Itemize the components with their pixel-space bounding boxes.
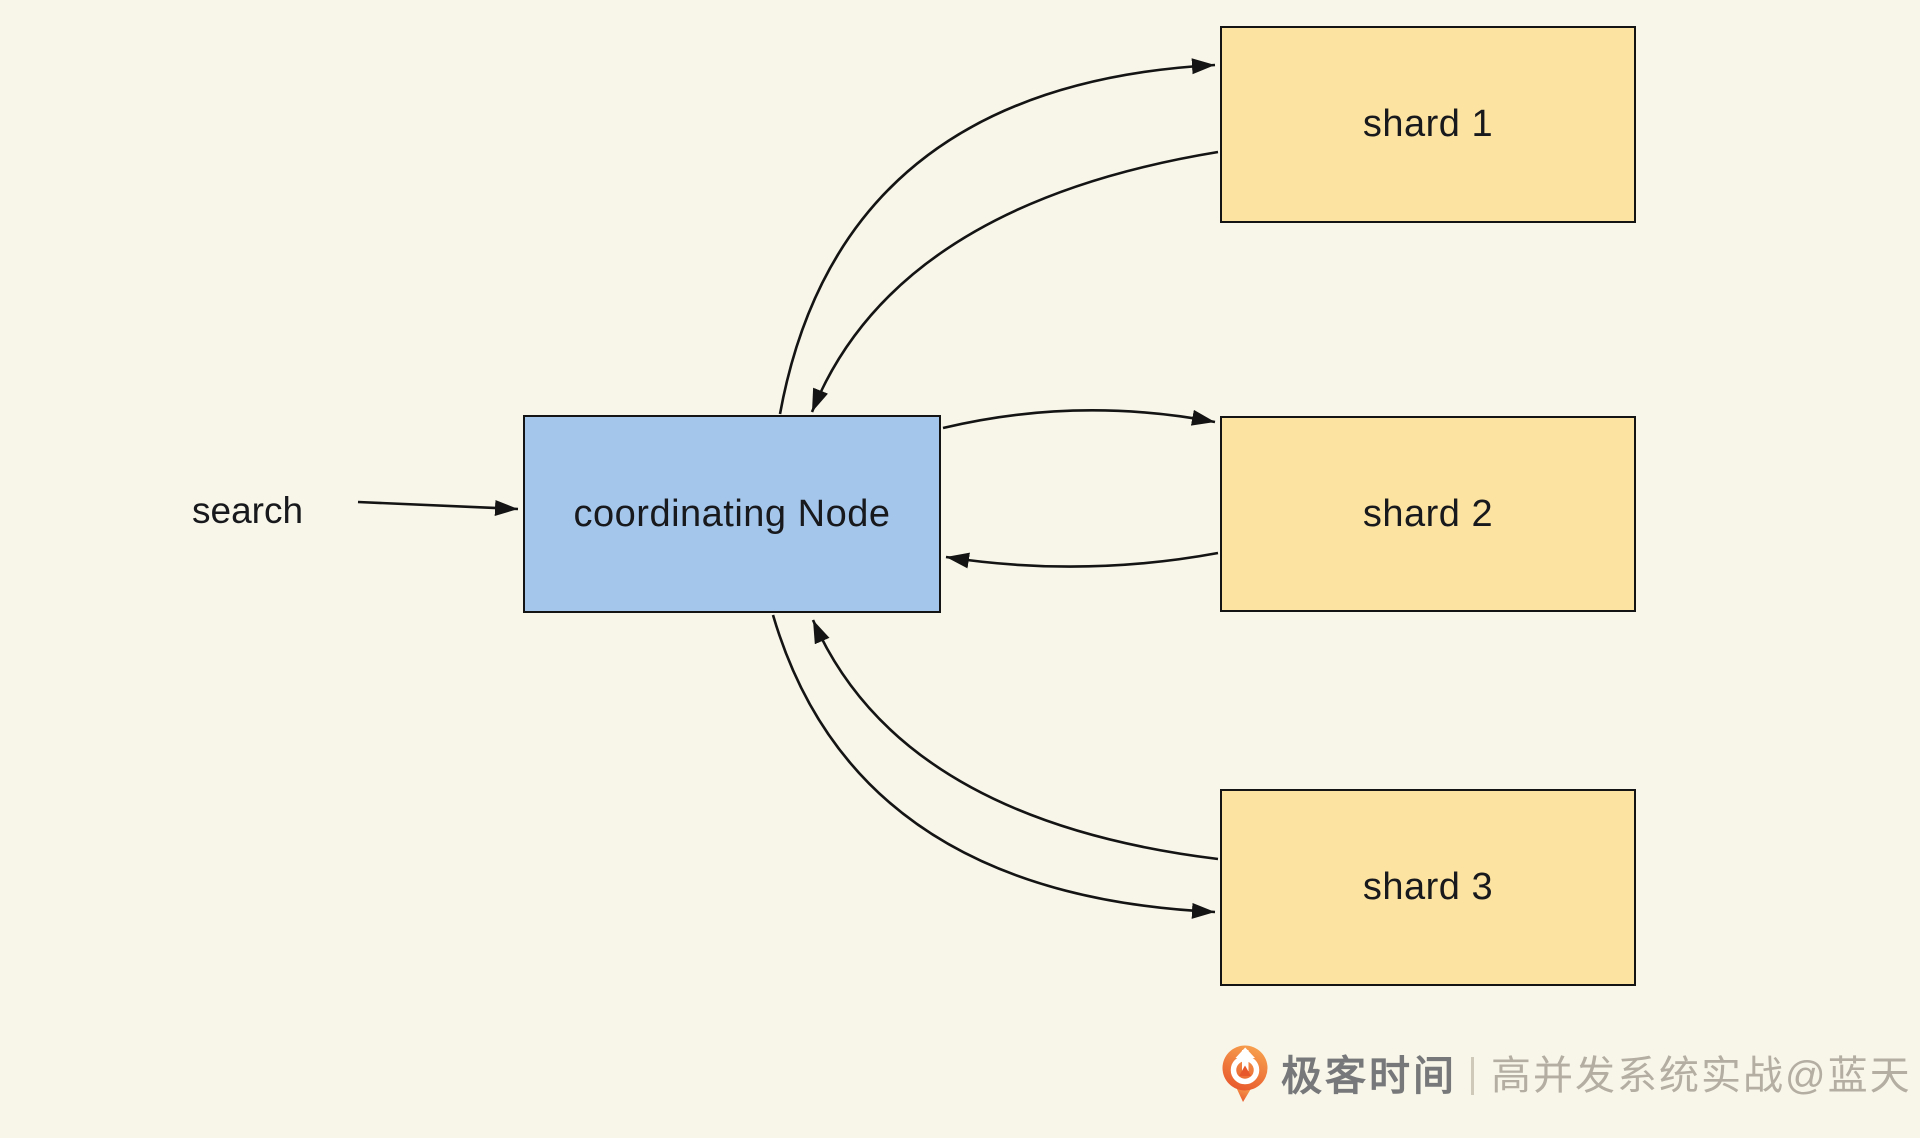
- shard-1-label: shard 1: [1362, 103, 1494, 145]
- coordinating-node-label: coordinating Node: [573, 492, 891, 535]
- arrow-node-to-shard3: [771, 614, 1216, 919]
- arrow-node-to-shard2: [942, 409, 1216, 430]
- arrow-shard3-to-node: [811, 619, 1219, 861]
- coordinating-node-box: coordinating Node: [523, 415, 941, 613]
- shard-3-box: shard 3: [1220, 789, 1636, 986]
- shard-2-label: shard 2: [1362, 492, 1494, 535]
- geektime-logo-icon: [1222, 1045, 1268, 1102]
- shard-3-label: shard 3: [1362, 866, 1494, 908]
- watermark-credit: 高并发系统实战@蓝天: [1491, 1054, 1912, 1098]
- watermark-brand: 极客时间: [1281, 1052, 1457, 1099]
- arrow-shard2-to-node: [945, 551, 1219, 569]
- shard-2-box: shard 2: [1220, 416, 1636, 612]
- search-label: search: [192, 490, 304, 531]
- watermark-divider: [1471, 1057, 1474, 1095]
- arrow-shard1-to-node: [810, 150, 1219, 413]
- watermark: 极客时间 高并发系统实战@蓝天: [1222, 1044, 1912, 1108]
- arrow-search-to-node: [357, 500, 519, 516]
- arrow-node-to-shard1: [778, 58, 1216, 415]
- shard-1-box: shard 1: [1220, 26, 1636, 223]
